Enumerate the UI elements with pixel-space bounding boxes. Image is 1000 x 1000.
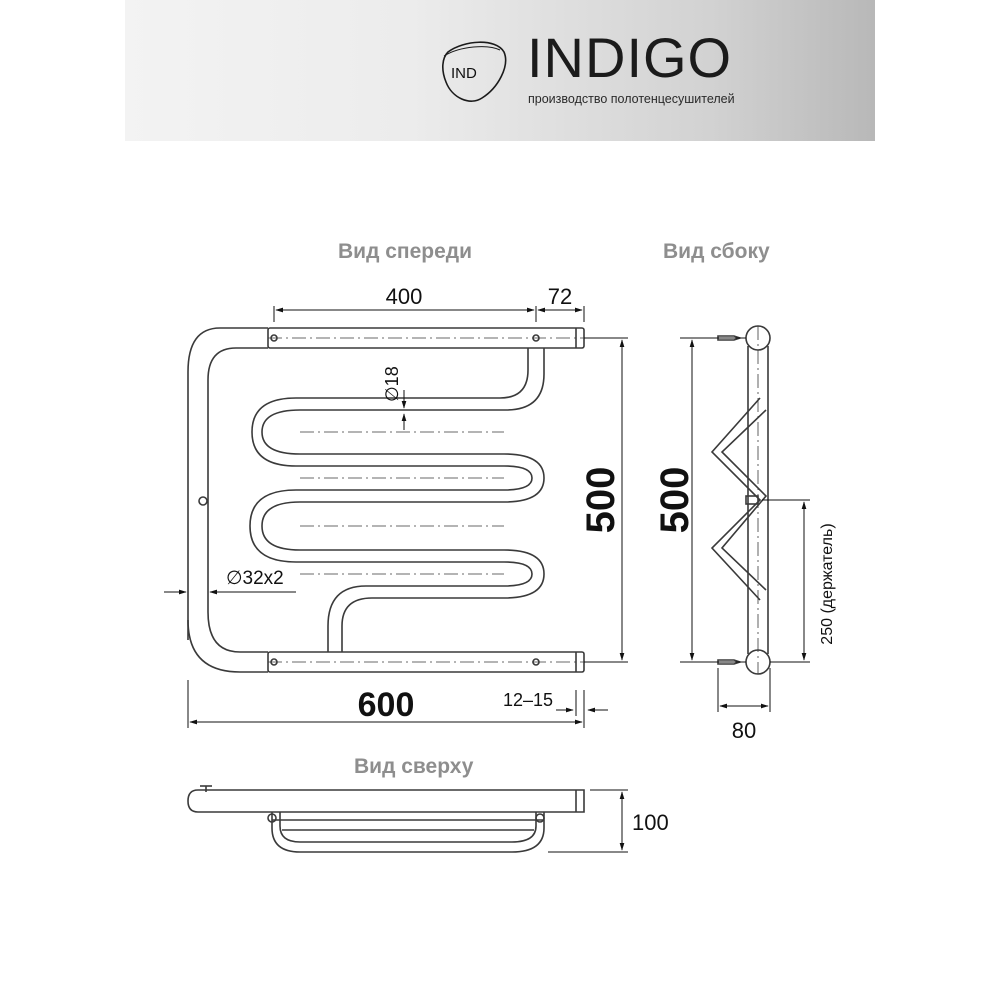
top-main-rail [187, 789, 585, 813]
dim-250-holder: 250 (держатель) [819, 523, 836, 644]
indigo-logo-icon: IND [442, 41, 507, 102]
dim-pipe-18: ∅18 [382, 366, 402, 402]
side-view [710, 325, 771, 675]
front-view-title: Вид спереди [338, 240, 473, 263]
top-dimensions [548, 789, 628, 853]
serpentine-tube [249, 348, 545, 652]
dim-pipe-32: ∅32x2 [226, 568, 284, 589]
brand-tagline: производство полотенцесушителей [528, 92, 735, 106]
dim-72: 72 [548, 284, 572, 309]
side-view-title: Вид сбоку [663, 240, 770, 263]
dim-12-15: 12–15 [503, 690, 553, 710]
side-dimensions [680, 337, 810, 712]
front-view [187, 327, 585, 673]
top-rail [267, 327, 585, 349]
top-serpentine [271, 812, 545, 853]
header-banner: IND INDIGO производство полотенцесушител… [125, 0, 875, 141]
dim-500-front: 500 [579, 467, 623, 534]
top-view-title: Вид сверху [354, 755, 474, 778]
logo-text: IND [451, 65, 477, 82]
dim-100: 100 [632, 810, 669, 835]
dim-80: 80 [732, 718, 756, 743]
dim-400: 400 [386, 284, 423, 309]
dim-600: 600 [358, 686, 415, 724]
dim-500-side: 500 [653, 467, 697, 534]
main-tube [187, 327, 268, 673]
mount-bolt [198, 496, 208, 506]
top-view [187, 785, 585, 853]
front-dimensions [164, 306, 628, 728]
bottom-rail [267, 651, 585, 673]
brand-name: INDIGO [527, 26, 733, 89]
